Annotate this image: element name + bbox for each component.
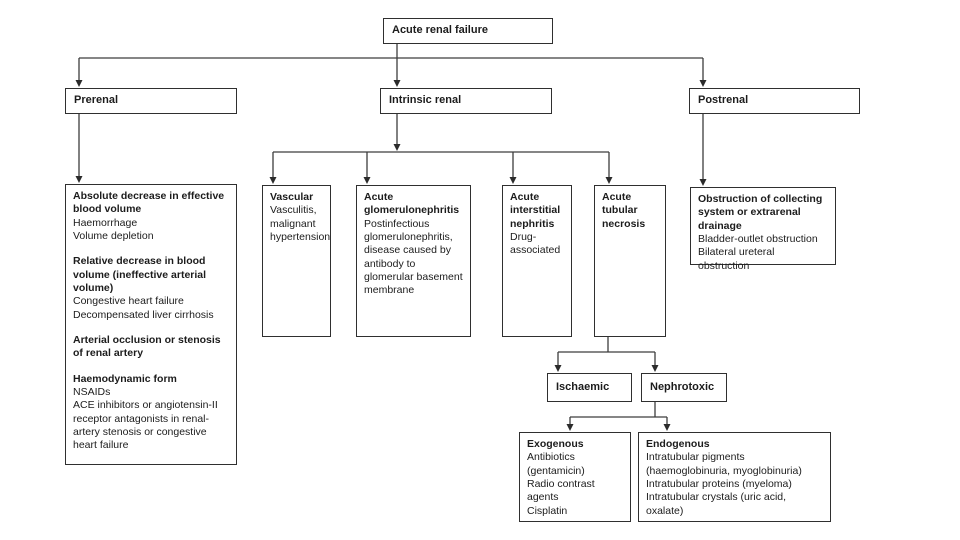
exogenous-box: Exogenous Antibiotics (gentamicin) Radio… (519, 432, 631, 522)
node-acute-renal-failure: Acute renal failure (383, 18, 553, 44)
box-heading: Acute tubular necrosis (602, 191, 646, 230)
postrenal-detail-box: Obstruction of collecting system or extr… (690, 187, 836, 272)
section-line: ACE inhibitors or angiotensin-II recepto… (73, 399, 218, 452)
acute-tubular-necrosis-box: Acute tubular necrosis (594, 185, 666, 337)
prerenal-section: Haemodynamic form NSAIDs ACE inhibitors … (73, 373, 229, 453)
box-line: Bladder-outlet obstruction (698, 232, 818, 245)
box-heading: Acute glomerulonephritis (364, 191, 460, 217)
section-line: Haemorrhage (73, 216, 138, 229)
node-label: Ischaemic (556, 380, 610, 393)
acute-glomerulonephritis-box: Acute glomerulonephritis Postinfectious … (356, 185, 471, 337)
box-line: Antibiotics (527, 451, 575, 464)
box-line: Intratubular proteins (myeloma) (646, 477, 792, 490)
box-heading: Vascular (270, 191, 314, 203)
node-label: Postrenal (698, 94, 749, 107)
node-label: Intrinsic renal (389, 94, 462, 107)
box-heading: Acute interstitial nephritis (510, 191, 561, 230)
box-line: Drug-associated (510, 230, 561, 257)
box-line: Postinfectious glomerulonephritis, disea… (364, 217, 463, 297)
node-nephrotoxic: Nephrotoxic (641, 373, 727, 402)
node-prerenal: Prerenal (65, 88, 237, 114)
box-line: Intratubular pigments (haemoglobinuria, … (646, 451, 802, 477)
acute-interstitial-nephritis-box: Acute interstitial nephritis Drug-associ… (502, 185, 572, 337)
section-line: Congestive heart failure (73, 295, 184, 308)
prerenal-section: Absolute decrease in effective blood vol… (73, 190, 229, 243)
box-line: Radio contrast agents (527, 477, 595, 504)
section-line: NSAIDs (73, 385, 111, 398)
node-label: Prerenal (74, 94, 119, 107)
section-line: Volume depletion (73, 229, 154, 242)
prerenal-detail-box: Absolute decrease in effective blood vol… (65, 184, 237, 465)
node-intrinsic-renal: Intrinsic renal (380, 88, 552, 114)
section-heading: Arterial occlusion or stenosis of renal … (73, 333, 221, 360)
section-heading: Haemodynamic form (73, 372, 177, 385)
endogenous-box: Endogenous Intratubular pigments (haemog… (638, 432, 831, 522)
section-heading: Absolute decrease in effective blood vol… (73, 190, 225, 216)
box-heading: Exogenous (527, 438, 584, 450)
section-heading: Relative decrease in blood volume (ineff… (73, 255, 207, 294)
node-label: Nephrotoxic (650, 380, 715, 393)
prerenal-section: Arterial occlusion or stenosis of renal … (73, 334, 229, 361)
box-line: Intratubular crystals (uric acid, oxalat… (646, 491, 787, 517)
box-line: Cisplatin (527, 504, 568, 517)
box-line: Vasculitis, malignant hypertension (270, 204, 331, 243)
prerenal-section: Relative decrease in blood volume (ineff… (73, 255, 229, 322)
vascular-box: Vascular Vasculitis, malignant hypertens… (262, 185, 331, 337)
section-line: Decompensated liver cirrhosis (73, 308, 214, 321)
node-postrenal: Postrenal (689, 88, 860, 114)
node-label: Acute renal failure (392, 24, 488, 37)
node-ischaemic: Ischaemic (547, 373, 632, 402)
box-heading: Obstruction of collecting system or extr… (698, 193, 823, 232)
box-line: Bilateral ureteral obstruction (698, 246, 775, 272)
box-line: (gentamicin) (527, 464, 585, 477)
box-heading: Endogenous (646, 438, 710, 450)
